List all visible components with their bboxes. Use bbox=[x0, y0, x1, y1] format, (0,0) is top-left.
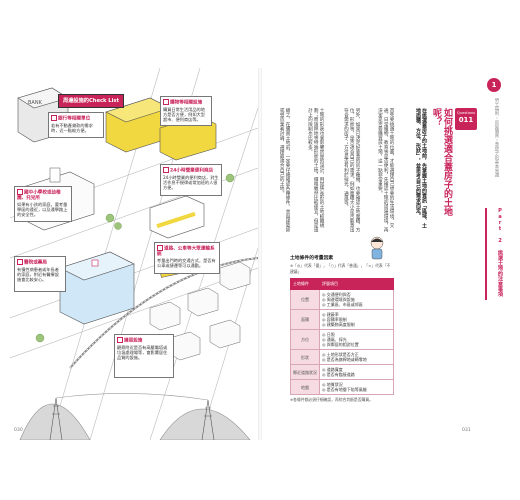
table-row-items: ◎ 道路寬度◎ 是否有臨接道路 bbox=[319, 364, 394, 380]
note-transport: 道路、公車等大眾運輸系統 考量出門時的交通方式，是否有公車或捷運等可以通勤。 bbox=[154, 242, 220, 274]
question-label: Questions bbox=[457, 111, 475, 115]
checkbox-icon bbox=[17, 189, 23, 195]
note-hospital: 醫院或藥局 有慢性病患者或年長者的家庭，附近有醫療設施會比較安心。 bbox=[14, 256, 66, 292]
table-row: 鄰近道路狀況 ◎ 道路寬度◎ 是否有臨接道路 bbox=[290, 364, 394, 380]
table-row-key: 形狀 bbox=[290, 349, 320, 365]
table-row-items: ◎ 日照◎ 通風、採光◎ 與鄰居的相對位置 bbox=[319, 329, 394, 350]
body-paragraph-2: 另外，如果已決定好要蓋的房子種類，也要確認土地面積、方位、形狀等，是否適合自己的… bbox=[343, 108, 360, 233]
table-row-items: ◎ 地質狀況◎ 是否有地層下陷等風險 bbox=[319, 379, 394, 395]
table-row-key: 地盤 bbox=[290, 379, 320, 395]
table-footnote: ※各條件都必須仔細確認，再綜合判斷是否購買。 bbox=[290, 397, 373, 402]
lead-paragraph: 在挑選蓋房子的土地前，先掌握土地的資訊「區域、土地面積、方位、形狀」，並思考自己… bbox=[415, 108, 427, 228]
question-number: 011 bbox=[458, 116, 474, 124]
power-towers bbox=[49, 393, 215, 440]
convenience-store bbox=[149, 195, 205, 239]
checklist-title: 周邊設施的Check List bbox=[58, 94, 124, 108]
land-conditions-table: 土地條件的考量因素 ※「◎」代表「優」，「○」代表「普通」，「×」代表「不建議」… bbox=[290, 254, 394, 402]
body-paragraph-4: 總之，在購買土地前，一定要仔細確認各種條件，並與建築師或營造業者討論，選擇最適合… bbox=[279, 108, 290, 233]
note-school: 國中小學校或幼稚園、托兒所 如果有小孩的家庭，要考量學區的遠近，以及通學路上的安… bbox=[14, 186, 72, 222]
part-label: Part 2 挑選土地的注意事項 bbox=[485, 208, 503, 300]
table-row-items: ◎ 交通便利與否◎ 周邊環境與設施◎ 工業區、市區或郊區 bbox=[319, 289, 394, 310]
page-number-right: 031 bbox=[462, 428, 471, 433]
page-title: 如何挑選適合蓋房子的土地呢？ bbox=[431, 108, 452, 216]
page-number-left: 030 bbox=[14, 428, 23, 433]
table-header-condition: 土地條件 bbox=[290, 278, 320, 290]
table-row: 面積 ◎ 建蔽率◎ 容積率限制◎ 建築物高度限制 bbox=[290, 309, 394, 330]
right-page: 1 勞工福利・房屋購買・蓋房子的基本常識 Part 2 挑選土地的注意事項 Qu… bbox=[262, 68, 510, 440]
table-row: 位置 ◎ 交通便利與否◎ 周邊環境與設施◎ 工業區、市區或郊區 bbox=[290, 289, 394, 310]
table-row-key: 方位 bbox=[290, 329, 320, 350]
question-badge: Questions 011 bbox=[455, 108, 477, 130]
table-row: 方位 ◎ 日照◎ 通風、採光◎ 與鄰居的相對位置 bbox=[290, 329, 394, 350]
conditions-table: 土地條件 評量項目 位置 ◎ 交通便利與否◎ 周邊環境與設施◎ 工業區、市區或郊… bbox=[290, 278, 394, 395]
chapter-name: 勞工福利・房屋購買・蓋房子的基本常識 bbox=[494, 98, 499, 178]
body-paragraph-3: 土地的形狀也會影響房屋的設計，例如狹長形的土地較難規劃；而旗桿地等特殊形狀的土地… bbox=[307, 108, 324, 233]
table-row-items: ◎ 土地形狀是否方正◎ 是否為旗桿地或畸零地 bbox=[319, 349, 394, 365]
note-bank: 銀行等相關單位 若有不動產貸款的需求時，近一點較方便。 bbox=[48, 112, 104, 138]
note-shopping: 購物等相關設施 購買日常生活用品的地方是否方便，例如大型超市、便利商店等。 bbox=[160, 96, 212, 126]
body-paragraph-1: 首先要挑選土地的位置，才能選擇自己想要的生活環境。交通、日常購物、教育等是否便利… bbox=[377, 108, 394, 233]
left-page: BANK bbox=[10, 68, 258, 440]
table-note: ※「◎」代表「優」，「○」代表「普通」，「×」代表「不建議」 bbox=[290, 263, 391, 274]
shop-buildings bbox=[105, 97, 217, 161]
table-row-items: ◎ 建蔽率◎ 容積率限制◎ 建築物高度限制 bbox=[319, 309, 394, 330]
checkbox-icon bbox=[17, 259, 23, 265]
note-convenience-store: 24小時營業便利商店 24小時營業的便利商店，對生活作息不規律或常加班的人很方便… bbox=[160, 164, 222, 196]
hospital-building bbox=[59, 251, 135, 325]
table-row: 地盤 ◎ 地質狀況◎ 是否有地層下陷等風險 bbox=[290, 379, 394, 395]
table-row-key: 面積 bbox=[290, 309, 320, 330]
checkbox-icon bbox=[117, 337, 123, 343]
table-row: 形狀 ◎ 土地形狀是否方正◎ 是否為旗桿地或畸零地 bbox=[290, 349, 394, 365]
table-row-key: 位置 bbox=[290, 289, 320, 310]
hills bbox=[19, 403, 251, 440]
checkbox-icon bbox=[163, 167, 169, 173]
book-spine bbox=[258, 68, 262, 440]
chapter-number: 1 bbox=[487, 78, 501, 92]
table-header-items: 評量項目 bbox=[319, 278, 394, 290]
table-title: 土地條件的考量因素 bbox=[290, 256, 334, 261]
note-unpleasant-facilities: 嫌惡設施 觀察附近是否有高壓電塔或垃圾處理場等，會影響居住品質的設施。 bbox=[114, 334, 174, 378]
mascot-illustration bbox=[370, 236, 384, 260]
table-header-row: 土地條件 評量項目 bbox=[290, 278, 394, 290]
checkbox-icon bbox=[157, 245, 163, 251]
svg-text:BANK: BANK bbox=[28, 100, 43, 106]
checkbox-icon bbox=[51, 115, 57, 121]
side-tab: 1 勞工福利・房屋購買・蓋房子的基本常識 Part 2 挑選土地的注意事項 bbox=[485, 68, 503, 440]
trees bbox=[35, 173, 235, 343]
table-row-key: 鄰近道路狀況 bbox=[290, 364, 320, 380]
checkbox-icon bbox=[163, 99, 169, 105]
